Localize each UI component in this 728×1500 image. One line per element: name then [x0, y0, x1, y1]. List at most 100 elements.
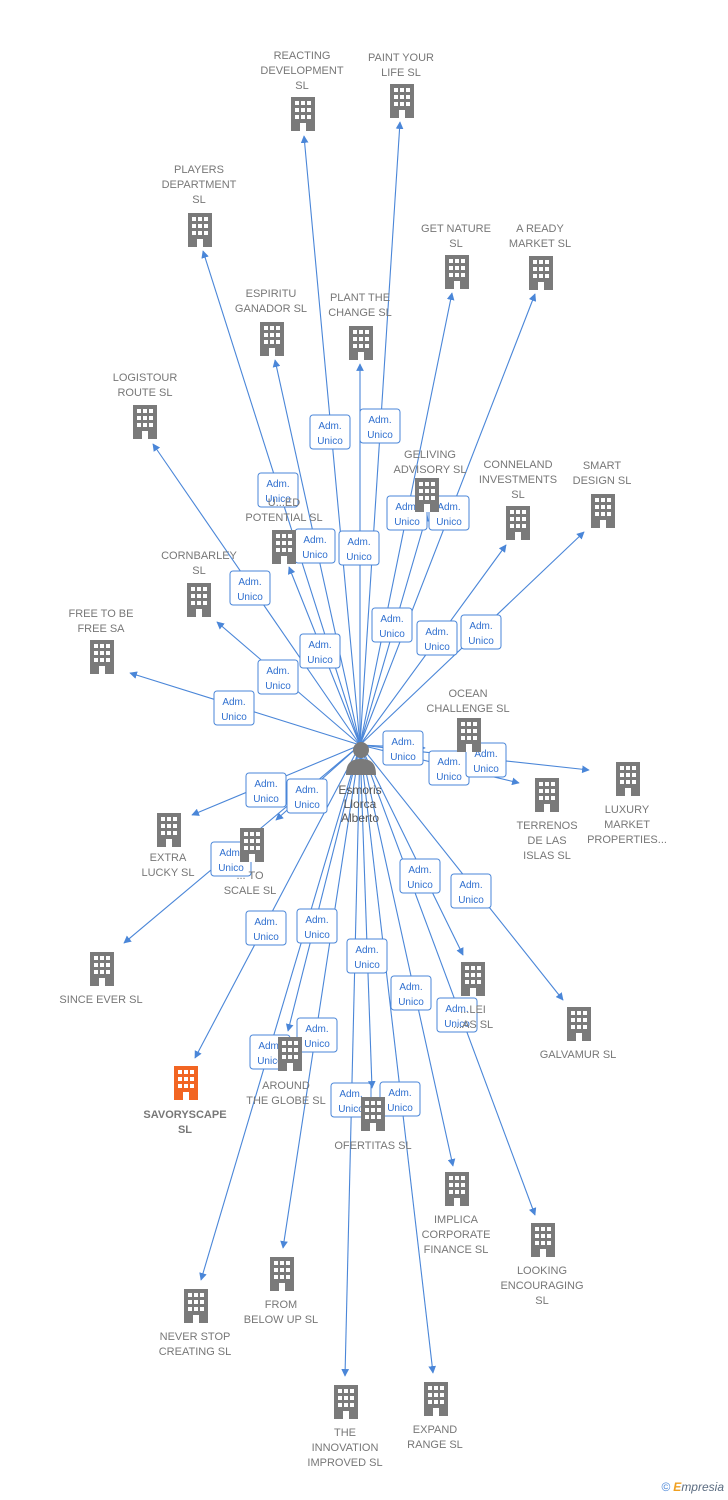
role-badge-text: Unico: [257, 1056, 283, 1067]
company-node-leiisas[interactable]: ...LEI...AS SL: [453, 962, 493, 1031]
company-label-line: U...ED: [268, 497, 300, 509]
role-badge-box: [436, 997, 478, 1033]
role-badge-text: Unico: [221, 712, 247, 723]
edge-galvamur: [359, 744, 564, 1001]
building-icon: [529, 256, 553, 290]
role-badge-cornbarley[interactable]: Adm.Unico: [257, 659, 299, 695]
role-badge-free-to-be-free[interactable]: Adm.Unico: [213, 690, 255, 726]
role-badge-text: Unico: [398, 997, 424, 1008]
company-node-ofertitas[interactable]: OFERTITAS SL: [334, 1097, 412, 1152]
role-badge-text: Adm.: [395, 502, 418, 513]
role-badge-box: [359, 408, 401, 444]
role-badge-espiritu-ganador[interactable]: Adm.Unico: [294, 528, 336, 564]
role-badge-box: [371, 607, 413, 643]
role-badge-ofertitas[interactable]: Adm.Unico: [346, 938, 388, 974]
role-badge-fit-to-scale[interactable]: Adm.Unico: [286, 778, 328, 814]
building-icon: [445, 255, 469, 289]
edge-looking-encouraging: [359, 744, 537, 1216]
company-node-unlimited-potential[interactable]: U...ED POTENTIAL SL: [245, 497, 323, 564]
role-badge-looking-encouraging[interactable]: Adm.Unico: [436, 997, 478, 1033]
role-badge-box: [399, 858, 441, 894]
role-badge-conneland-investments[interactable]: Adm.Unico: [416, 620, 458, 656]
role-badge-around-the-globe[interactable]: Adm.Unico: [296, 908, 338, 944]
role-badge-text: Adm.: [308, 640, 331, 651]
role-badge-players-department[interactable]: Adm.Unico: [257, 472, 299, 508]
role-badge-extra-lucky[interactable]: Adm.Unico: [245, 772, 287, 808]
building-icon: [506, 506, 530, 540]
company-label-line: AROUND: [262, 1080, 310, 1092]
role-badge-from-below-up[interactable]: Adm.Unico: [296, 1017, 338, 1053]
role-badge-unlimited-potential[interactable]: Adm.Unico: [299, 633, 341, 669]
center-person-node[interactable]: Esmoris Llorca Alberto: [338, 742, 382, 825]
company-label-line: NEVER STOP: [160, 1331, 231, 1343]
company-label-line: PROPERTIES...: [587, 834, 667, 846]
role-badge-savoryscape[interactable]: Adm.Unico: [245, 910, 287, 946]
company-label-line: LIFE SL: [381, 67, 421, 79]
role-badge-box: [299, 633, 341, 669]
company-label-line: CORPORATE: [422, 1229, 491, 1241]
building-icon: [531, 1223, 555, 1257]
role-badge-text: Adm.: [219, 848, 242, 859]
company-node-galvamur[interactable]: GALVAMUR SL: [540, 1007, 617, 1061]
edge-leiisas: [359, 744, 464, 956]
role-badge-text: Adm.: [305, 915, 328, 926]
role-badge-box: [286, 778, 328, 814]
company-label-line: EXTRA: [150, 852, 187, 864]
role-badge-expand-range[interactable]: Adm.Unico: [379, 1081, 421, 1117]
role-badge-geliving-advisory[interactable]: Adm.Unico: [371, 607, 413, 643]
role-badge-ocean-challenge[interactable]: Adm.Unico: [382, 730, 424, 766]
role-badge-smart-design[interactable]: Adm.Unico: [460, 614, 502, 650]
role-badge-box: [309, 414, 351, 450]
empresia-footer: ©Empresia: [661, 1480, 724, 1494]
building-icon: [260, 322, 284, 356]
role-badge-terrenos-de-las-islas[interactable]: Adm.Unico: [428, 750, 470, 786]
building-icon: [461, 962, 485, 996]
role-badge-logistour-route[interactable]: Adm.Unico: [229, 570, 271, 606]
building-icon: [270, 1257, 294, 1291]
role-badge-text: Adm.: [254, 779, 277, 790]
company-label-line: ... TO: [236, 870, 264, 882]
center-name-line-3: Alberto: [341, 811, 379, 825]
role-badge-a-ready-market[interactable]: Adm.Unico: [428, 495, 470, 531]
role-badge-leiisas[interactable]: Adm.Unico: [399, 858, 441, 894]
role-badge-reacting-development[interactable]: Adm.Unico: [309, 414, 351, 450]
role-badge-plant-the-change[interactable]: Adm.Unico: [338, 530, 380, 566]
role-badge-text: Unico: [338, 1104, 364, 1115]
company-label-line: TERRENOS: [516, 820, 577, 832]
role-badge-galvamur[interactable]: Adm.Unico: [450, 873, 492, 909]
company-node-luxury-market-properties[interactable]: LUXURYMARKETPROPERTIES...: [587, 762, 667, 846]
company-node-since-ever[interactable]: SINCE EVER SL: [59, 952, 143, 1006]
role-badge-implica-corporate-finance[interactable]: Adm.Unico: [390, 975, 432, 1011]
role-badge-text: Adm.: [380, 614, 403, 625]
building-icon: [184, 1289, 208, 1323]
role-badge-paint-your-life[interactable]: Adm.Unico: [359, 408, 401, 444]
role-badge-box: [213, 690, 255, 726]
company-label-line: POTENTIAL SL: [245, 512, 322, 524]
badge-layer: Adm.UnicoAdm.UnicoAdm.UnicoAdm.UnicoAdm.…: [210, 408, 507, 1118]
